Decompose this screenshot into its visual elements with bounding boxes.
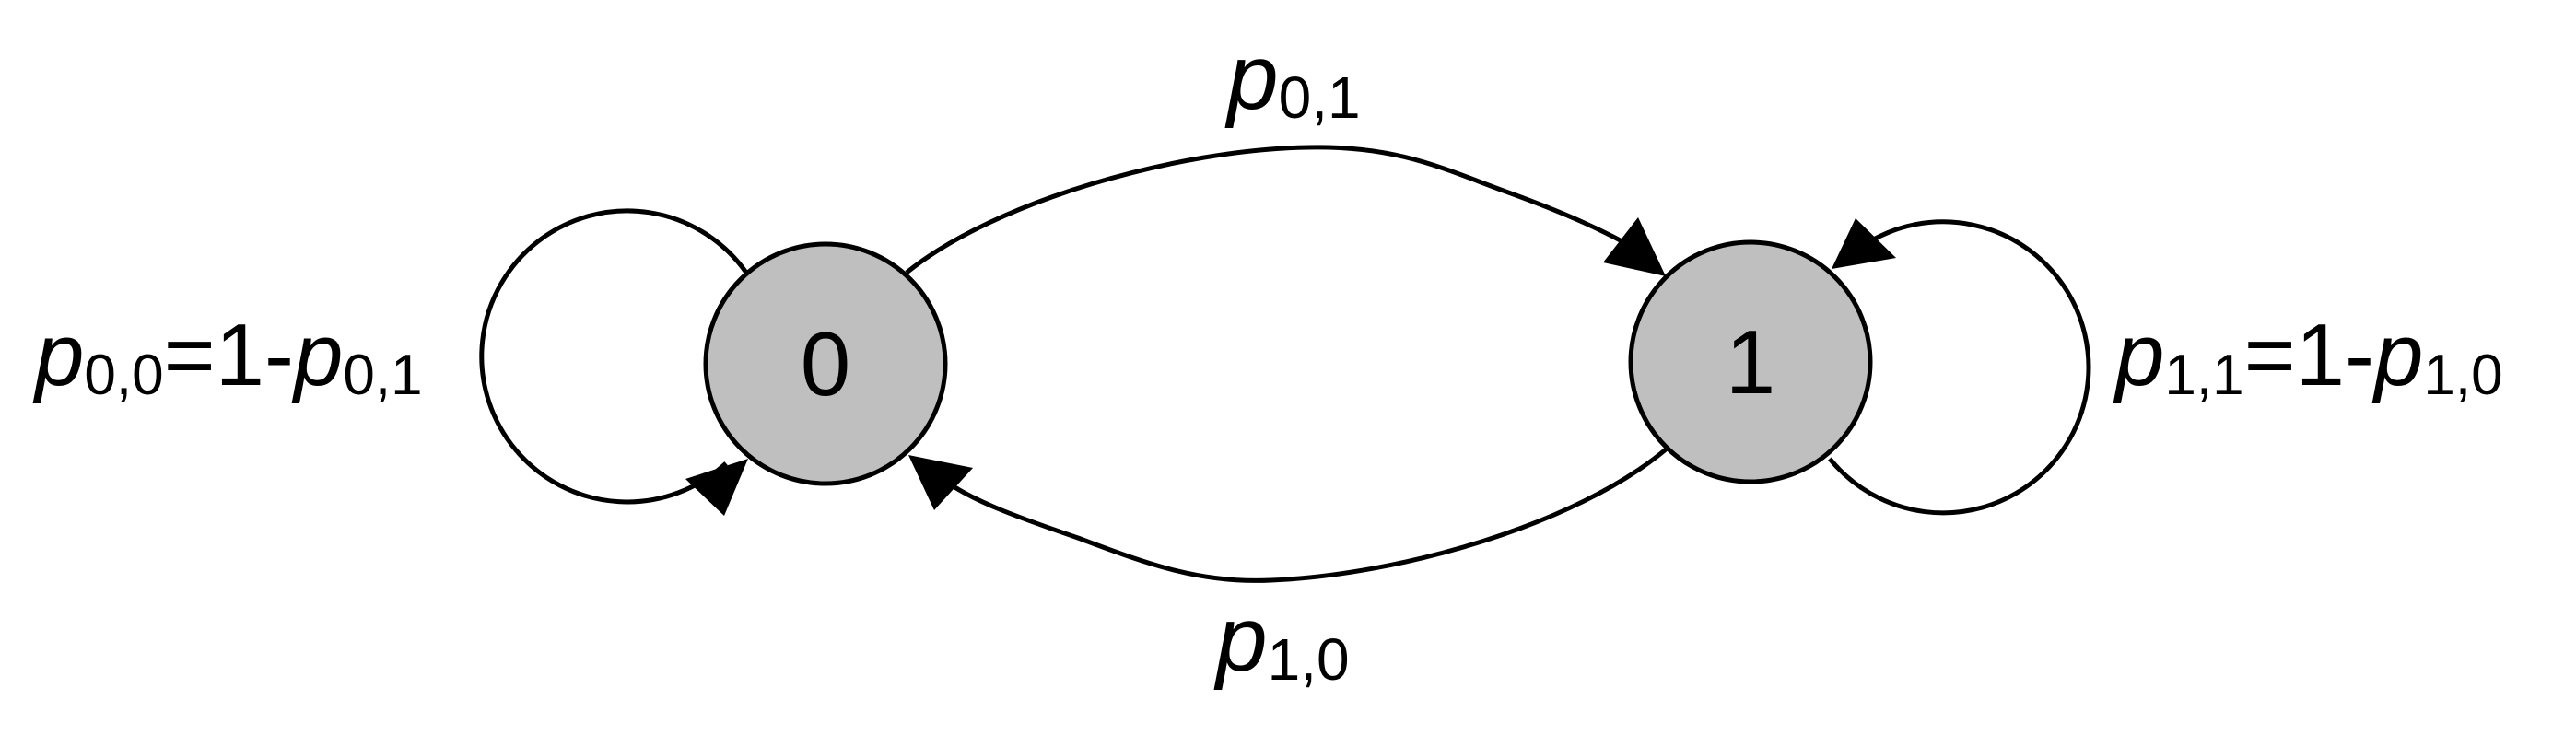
state-1-circle	[1628, 239, 1873, 484]
transition-0-to-1-edge	[905, 145, 1637, 274]
transition-1-to-0-edge	[947, 448, 1668, 583]
state-0-label: 0	[801, 313, 851, 414]
label-p01-base: p	[1224, 26, 1279, 129]
transition-1-to-0	[908, 448, 1668, 583]
self-loop-1-edge	[1828, 219, 2091, 516]
label-p11-eq: =1-	[2244, 306, 2374, 404]
state-1: 1	[1628, 239, 1873, 484]
label-p00-sub2: 0,1	[343, 344, 422, 407]
self-loop-0-arrowhead	[685, 459, 748, 516]
label-p01-sub: 0,1	[1279, 64, 1361, 131]
label-p10: p1,0	[1213, 588, 1350, 693]
label-p01: p0,1	[1224, 26, 1361, 131]
transition-0-to-1-arrowhead	[1603, 217, 1666, 276]
label-p10-sub: 1,0	[1268, 626, 1350, 693]
state-1-label: 1	[1726, 311, 1776, 413]
label-p11-sub2: 1,0	[2423, 344, 2502, 407]
self-loop-0-edge	[479, 208, 749, 505]
label-p00-eq: =1-	[164, 306, 294, 404]
label-p00: p0,0=1-p0,1	[32, 306, 423, 407]
self-loop-0	[479, 208, 749, 516]
label-p11-base2: p	[2371, 306, 2423, 404]
state-0-circle	[703, 241, 948, 486]
label-p00-base: p	[32, 306, 84, 404]
self-loop-1-arrowhead	[1832, 218, 1896, 269]
transition-0-to-1	[905, 145, 1666, 276]
self-loop-1	[1828, 218, 2091, 516]
label-p00-base2: p	[291, 306, 343, 404]
transition-1-to-0-arrowhead	[908, 455, 973, 510]
label-p10-base: p	[1213, 588, 1268, 691]
label-p11: p1,1=1-p1,0	[2113, 306, 2503, 407]
label-p11-base: p	[2113, 306, 2164, 404]
label-p00-sub: 0,0	[84, 344, 163, 407]
state-0: 0	[703, 241, 948, 486]
label-p11-sub: 1,1	[2164, 344, 2243, 407]
